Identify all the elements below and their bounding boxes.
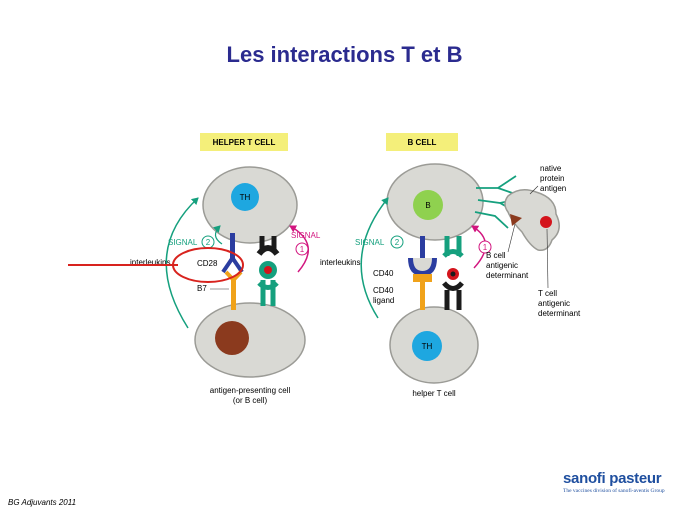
bcell-det-line1: B cell [486, 251, 506, 260]
left-signal1-badge [295, 242, 309, 256]
b-label: B [425, 201, 430, 210]
right-signal1-num: 1 [483, 243, 488, 252]
left-signal2-arrow-inner [212, 225, 223, 245]
bcell-det-line3: determinant [486, 271, 529, 280]
right-header-box [386, 133, 458, 151]
right-caption: helper T cell [412, 389, 456, 398]
apc-caption-line2: (or B cell) [233, 396, 268, 405]
left-signal1-num: 1 [300, 245, 305, 254]
sanofi-pasteur-logo: sanofi pasteur The vaccines division of … [563, 471, 679, 495]
right-panel: B CELL B TH SIGNAL [320, 133, 581, 398]
native-label-line1: native [540, 164, 562, 173]
right-interleukins-label: interleukins [320, 258, 360, 267]
apc-nucleus [215, 321, 249, 355]
cd28-receptor [221, 233, 244, 274]
apc-caption-line1: antigen-presenting cell [210, 386, 291, 395]
slide-title: Les interactions T et B [226, 42, 463, 67]
left-signal1-label: SIGNAL [291, 231, 321, 240]
cd28-label: CD28 [197, 259, 218, 268]
right-signal2-badge [390, 235, 404, 249]
native-label-line2: protein [540, 174, 564, 183]
left-header-label: HELPER T CELL [213, 138, 276, 147]
bcell-det-line2: antigenic [486, 261, 518, 270]
tcell-det-leader [546, 228, 549, 289]
tcell-det-line2: antigenic [538, 299, 570, 308]
native-label-line3: antigen [540, 184, 566, 193]
cd40-label: CD40 [373, 269, 394, 278]
t-cell-determinant-mark [540, 216, 552, 228]
highlight-ellipse [172, 247, 244, 283]
right-signal2-label: SIGNAL [355, 238, 385, 247]
right-signal1-badge [478, 240, 492, 254]
left-signal2-arrow [165, 197, 199, 329]
logo-tagline: The vaccines division of sanofi-aventis … [563, 488, 665, 494]
left-header-box [200, 133, 288, 151]
tcell-det-line1: T cell [538, 289, 557, 298]
th-nucleus [231, 183, 259, 211]
right-header-label: B CELL [408, 138, 437, 147]
native-protein-antigen [504, 189, 560, 252]
bcell-det-leader [507, 223, 516, 253]
right-tcr-mhc-complex [442, 236, 464, 310]
left-signal2-label: SIGNAL [168, 238, 198, 247]
b7-label: B7 [197, 284, 207, 293]
tcr-mhc-complex [256, 236, 280, 306]
b-cell-determinant-mark [510, 214, 522, 226]
footer-credit: BG Adjuvants 2011 [8, 498, 77, 507]
cd40-receptor [408, 236, 437, 276]
logo-name: sanofi pasteur [563, 470, 662, 487]
left-signal2-num: 2 [206, 238, 211, 247]
b-nucleus [413, 190, 443, 220]
right-signal2-arrow [360, 197, 389, 319]
left-interleukins-label: interleukins [130, 258, 170, 267]
th-label: TH [240, 193, 251, 202]
antigen-presenting-cell [194, 302, 306, 378]
left-panel: HELPER T CELL TH SIG [68, 133, 321, 405]
native-leader [529, 185, 539, 195]
right-signal2-num: 2 [395, 238, 400, 247]
tcell-det-line3: determinant [538, 309, 581, 318]
cd40-ligand-line2: ligand [373, 296, 394, 305]
cd40-ligand-line1: CD40 [373, 286, 394, 295]
right-th-nucleus [412, 331, 442, 361]
cd40-ligand [413, 274, 432, 310]
right-th-label: TH [422, 342, 433, 351]
